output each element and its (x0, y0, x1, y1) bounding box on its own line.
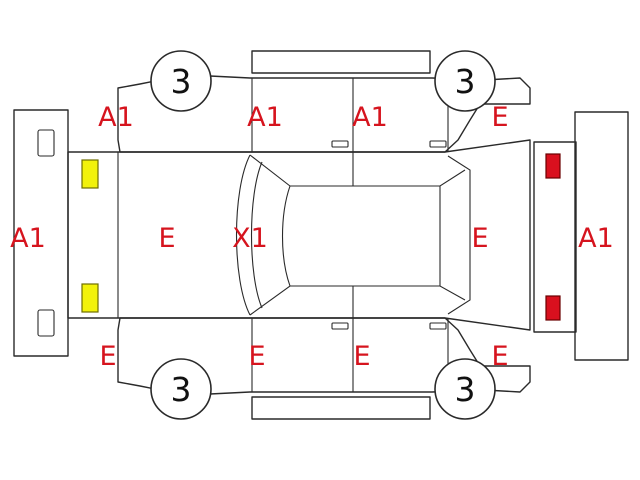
code-front-bumper: A1 (10, 223, 46, 254)
code-front-fender-bottom: E (99, 341, 116, 372)
rear-lamp-bottom (545, 295, 561, 321)
wheel-front-top: 3 (150, 50, 212, 112)
wheel-rear-top: 3 (434, 50, 496, 112)
code-front-door-top: A1 (247, 102, 283, 133)
code-rear-fender-bottom: E (491, 341, 508, 372)
code-rear-door-top: A1 (352, 102, 388, 133)
rear-lamp-housing (533, 141, 577, 333)
wheel-front-bottom-grade: 3 (171, 370, 192, 409)
code-front-door-bottom: E (248, 341, 265, 372)
front-bumper (13, 109, 69, 357)
code-rear-bumper: A1 (578, 223, 614, 254)
front-lamp-top (81, 159, 99, 189)
code-hood: E (158, 223, 175, 254)
code-windshield: X1 (232, 223, 268, 254)
rear-bumper (574, 111, 629, 361)
wheel-front-top-grade: 3 (171, 62, 192, 101)
wheel-front-bottom: 3 (150, 358, 212, 420)
code-front-fender-top: A1 (98, 102, 134, 133)
code-rear-fender-top: E (491, 102, 508, 133)
code-tailgate: E (471, 223, 488, 254)
top-view-body (67, 139, 531, 331)
code-rear-door-bottom: E (353, 341, 370, 372)
rear-lamp-top (545, 153, 561, 179)
wheel-rear-bottom-grade: 3 (455, 370, 476, 409)
front-lamp-bottom (81, 283, 99, 313)
wheel-rear-top-grade: 3 (455, 62, 476, 101)
top-roof-rail (251, 50, 431, 74)
wheel-rear-bottom: 3 (434, 358, 496, 420)
bottom-roof-rail (251, 396, 431, 420)
